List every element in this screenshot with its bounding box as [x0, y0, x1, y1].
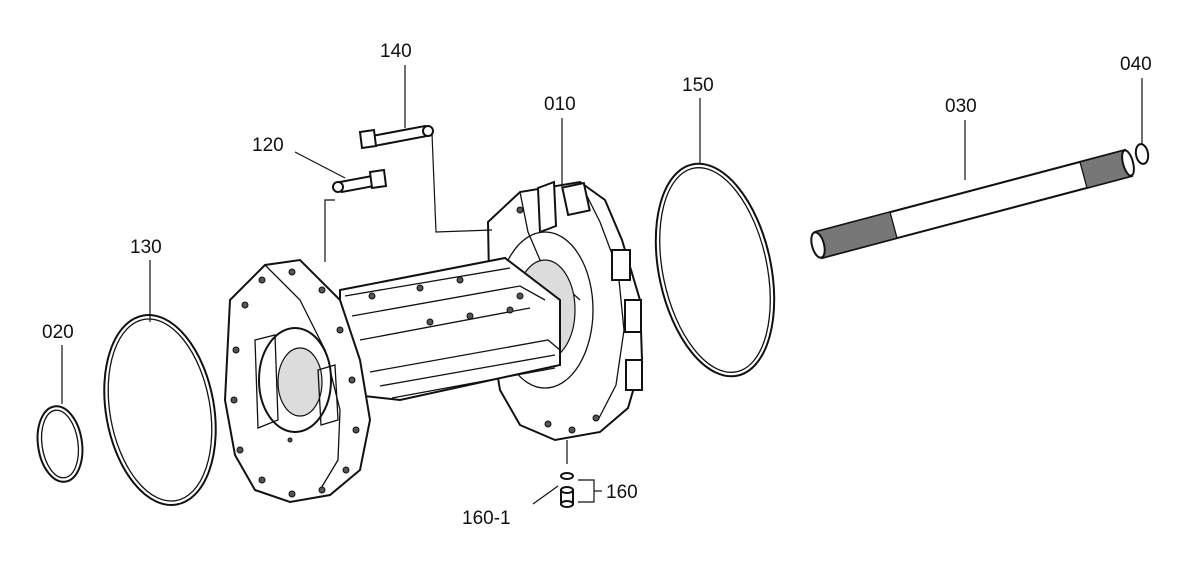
label-030: 030 — [945, 96, 977, 117]
part-120-bolt[interactable] — [332, 168, 388, 194]
part-150-large-o-ring[interactable] — [638, 153, 792, 388]
leader-lines — [61, 65, 1143, 505]
part-140-bolt[interactable] — [358, 124, 434, 150]
label-150: 150 — [682, 75, 714, 96]
part-020-small-o-ring[interactable] — [33, 403, 87, 484]
label-120: 120 — [252, 135, 284, 156]
part-130-large-o-ring[interactable] — [90, 306, 230, 514]
label-140: 140 — [380, 41, 412, 62]
part-030-shaft[interactable] — [809, 148, 1136, 260]
label-130: 130 — [130, 237, 162, 258]
label-040: 040 — [1120, 54, 1152, 75]
part-010-axle-housing[interactable] — [223, 180, 644, 504]
label-010: 010 — [544, 94, 576, 115]
part-040-snap-ring[interactable] — [1134, 143, 1150, 165]
label-020: 020 — [42, 322, 74, 343]
label-160-1: 160-1 — [462, 508, 511, 529]
part-160-plug[interactable] — [560, 472, 574, 508]
label-160: 160 — [606, 482, 638, 503]
